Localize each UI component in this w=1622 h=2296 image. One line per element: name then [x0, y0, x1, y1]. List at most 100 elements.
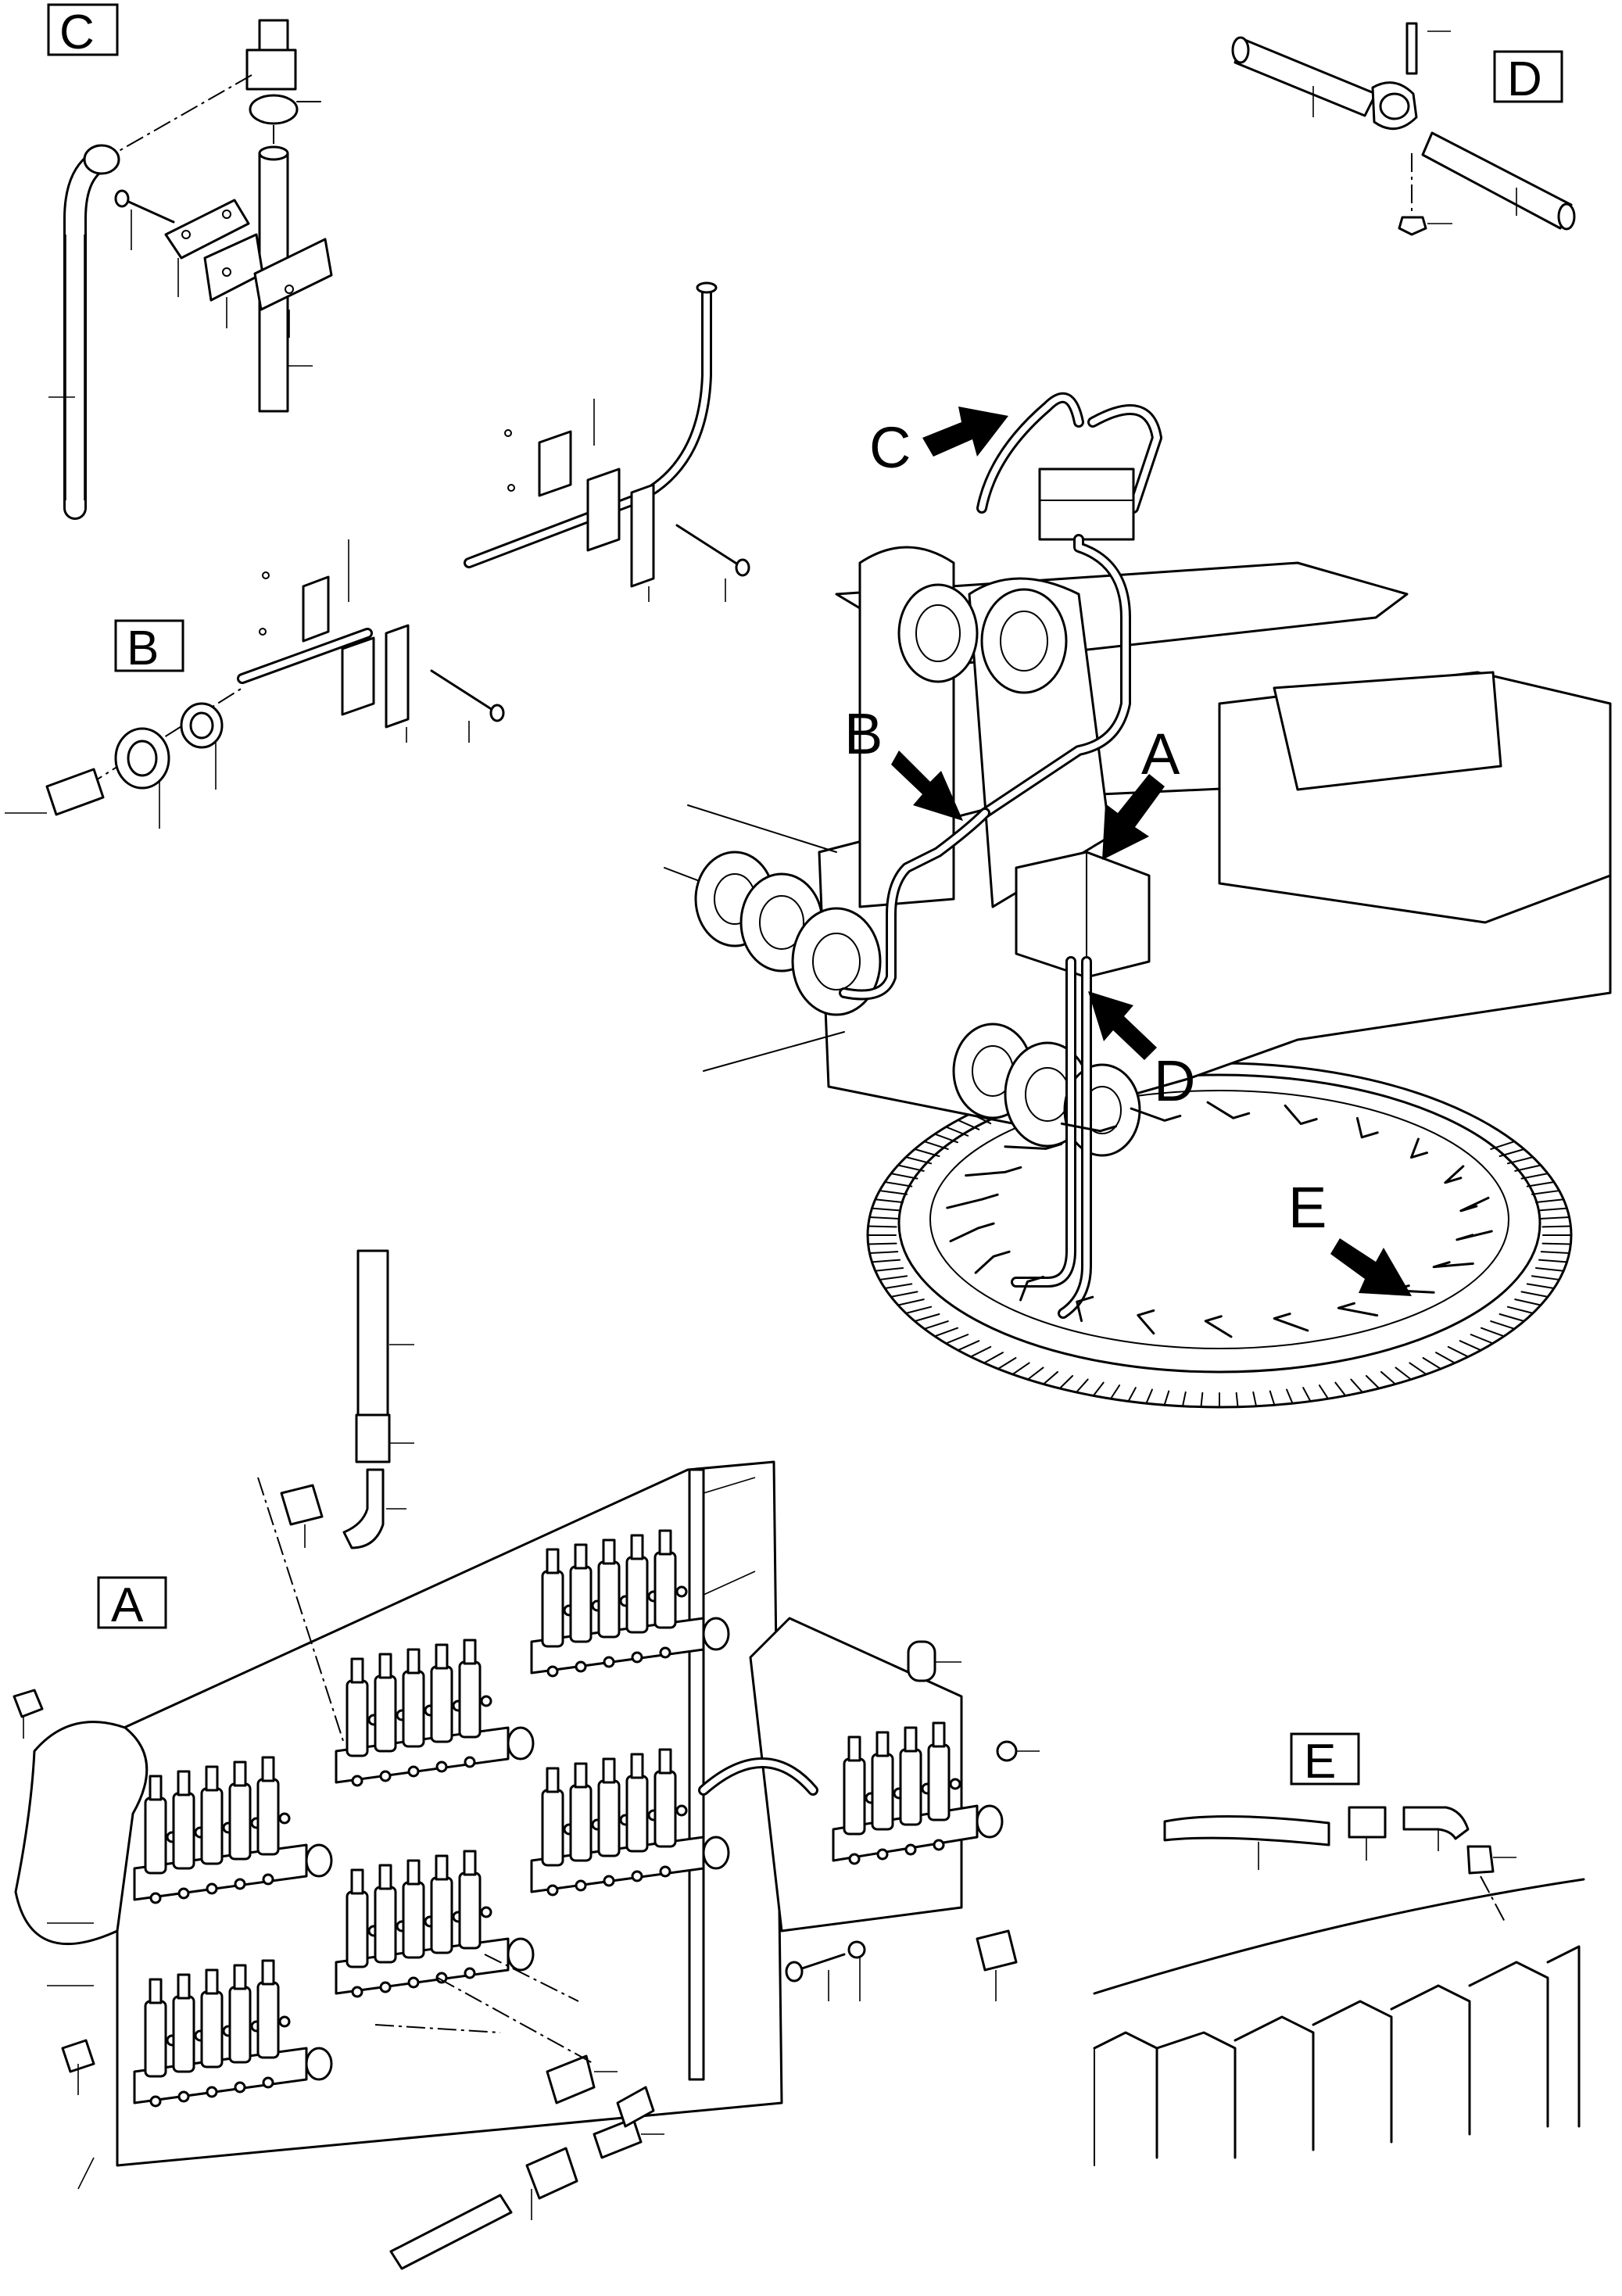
- ring-grease-line: [1130, 1107, 1182, 1122]
- ring-grease-line: [1076, 1295, 1094, 1323]
- valve-indicator: [350, 1657, 364, 1684]
- gear-tooth: [1380, 1370, 1396, 1385]
- gear-tooth: [905, 1306, 933, 1314]
- connector-nut: [702, 1836, 730, 1870]
- ring-grease-line: [965, 1166, 1022, 1177]
- ring-grease-line: [1004, 1142, 1063, 1150]
- valve-indicator: [932, 1721, 946, 1748]
- valve-indicator: [378, 1864, 392, 1890]
- valve-indicator: [658, 1529, 672, 1556]
- gear-tooth: [884, 1283, 913, 1289]
- ring-grease-line: [1444, 1165, 1465, 1184]
- valve-indicator: [406, 1859, 421, 1886]
- clamp-b1-half: [302, 575, 330, 643]
- pipe-stub-b: [45, 768, 105, 816]
- gear-tooth: [1470, 1334, 1494, 1345]
- gear-tooth: [1538, 1207, 1568, 1212]
- detail-d-label: D: [1507, 52, 1542, 106]
- metering-valve: [374, 1675, 397, 1753]
- gear-tooth: [1498, 1148, 1525, 1157]
- metering-valve: [256, 1981, 280, 2059]
- gear-tooth: [1350, 1378, 1364, 1393]
- ring-grease-line: [1060, 1122, 1118, 1133]
- gear-tooth: [1109, 1384, 1121, 1400]
- arrow-b: B: [844, 701, 963, 821]
- valve-indicator: [406, 1648, 421, 1675]
- metering-valve: [871, 1753, 894, 1831]
- metering-valve: [172, 1995, 195, 2073]
- gear-tooth: [945, 1334, 969, 1345]
- gear-tooth: [879, 1190, 908, 1195]
- gear-tooth: [945, 1126, 969, 1137]
- gear-tooth: [1269, 1390, 1276, 1406]
- gear-tooth: [983, 1352, 1004, 1364]
- gear-tooth: [890, 1173, 918, 1180]
- gear-tooth: [868, 1216, 899, 1220]
- adapter-a-top: [280, 1484, 324, 1526]
- bolt-b1: [430, 669, 494, 711]
- metering-valve: [374, 1886, 397, 1964]
- ring-grease-line: [1206, 1101, 1251, 1119]
- gear-tooth: [1252, 1391, 1258, 1407]
- distributor-block: [335, 1850, 535, 1998]
- detail-c-label-box: [47, 3, 119, 56]
- detail-d: D: [1231, 22, 1576, 236]
- gear-tooth: [868, 1251, 899, 1254]
- valve-indicator: [350, 1868, 364, 1895]
- gear-tooth: [1127, 1387, 1137, 1402]
- ring-grease-line: [1456, 1230, 1493, 1241]
- gear-tooth: [1302, 1387, 1312, 1402]
- pump-unit: [1038, 467, 1135, 541]
- clamp-plate-c: [164, 199, 250, 260]
- gear-tooth: [1145, 1388, 1153, 1405]
- gear-tooth: [914, 1148, 940, 1157]
- gear-tooth: [871, 1259, 901, 1263]
- gear-tooth: [1092, 1381, 1105, 1397]
- valve-indicator: [177, 1770, 191, 1796]
- detail-e-label: E: [1304, 1735, 1336, 1789]
- gear-tooth: [1498, 1313, 1525, 1322]
- ring-grease-line: [1459, 1196, 1490, 1212]
- pipe-d-right: [1421, 131, 1573, 230]
- metering-valve: [402, 1670, 425, 1748]
- ring-grease-line: [1432, 1261, 1474, 1269]
- connector-nut: [976, 1804, 1004, 1839]
- gear-tooth: [1541, 1242, 1572, 1245]
- gear-tooth: [1318, 1384, 1330, 1400]
- gear-tooth: [884, 1181, 913, 1187]
- gear-tooth: [1506, 1156, 1534, 1165]
- arrow-e: E: [1288, 1175, 1412, 1296]
- gear-tooth: [1538, 1259, 1568, 1263]
- metering-valve: [200, 1787, 224, 1865]
- metering-valve: [458, 1872, 482, 1950]
- gear-tooth: [1075, 1378, 1089, 1393]
- leader-lines: [23, 1344, 1516, 2220]
- ring-grease-line: [1410, 1137, 1428, 1159]
- nut-a-left: [13, 1689, 44, 1718]
- detail-b: B: [5, 281, 750, 829]
- ring-grease-line: [1273, 1313, 1309, 1332]
- gear-tooth: [1435, 1352, 1456, 1364]
- elbow-a-bottom: [593, 2117, 643, 2159]
- metering-valve: [200, 1990, 224, 2069]
- valve-indicator: [149, 1978, 163, 2004]
- valve-indicator: [875, 1731, 890, 1757]
- valve-indicator: [261, 1756, 275, 1782]
- clamp-b2-block: [586, 467, 621, 552]
- gear-tooth: [1395, 1366, 1413, 1381]
- gear-tooth: [874, 1266, 904, 1272]
- metering-valve: [430, 1876, 453, 1954]
- metering-valve: [144, 1796, 167, 1875]
- arrow-b-label: B: [844, 701, 883, 766]
- valve-indicator: [546, 1767, 560, 1793]
- gear-tooth: [1365, 1374, 1380, 1390]
- gear-tooth: [897, 1164, 925, 1172]
- gear-tooth: [1526, 1181, 1555, 1187]
- ring-grease-line: [1284, 1104, 1318, 1126]
- clamp-b1-plate: [385, 624, 410, 729]
- cover-plate-a: [14, 1721, 149, 1946]
- metering-valve: [346, 1890, 369, 1968]
- gear-tooth: [1235, 1392, 1239, 1408]
- gear-tooth: [897, 1298, 925, 1306]
- nut-a-right: [996, 1740, 1018, 1762]
